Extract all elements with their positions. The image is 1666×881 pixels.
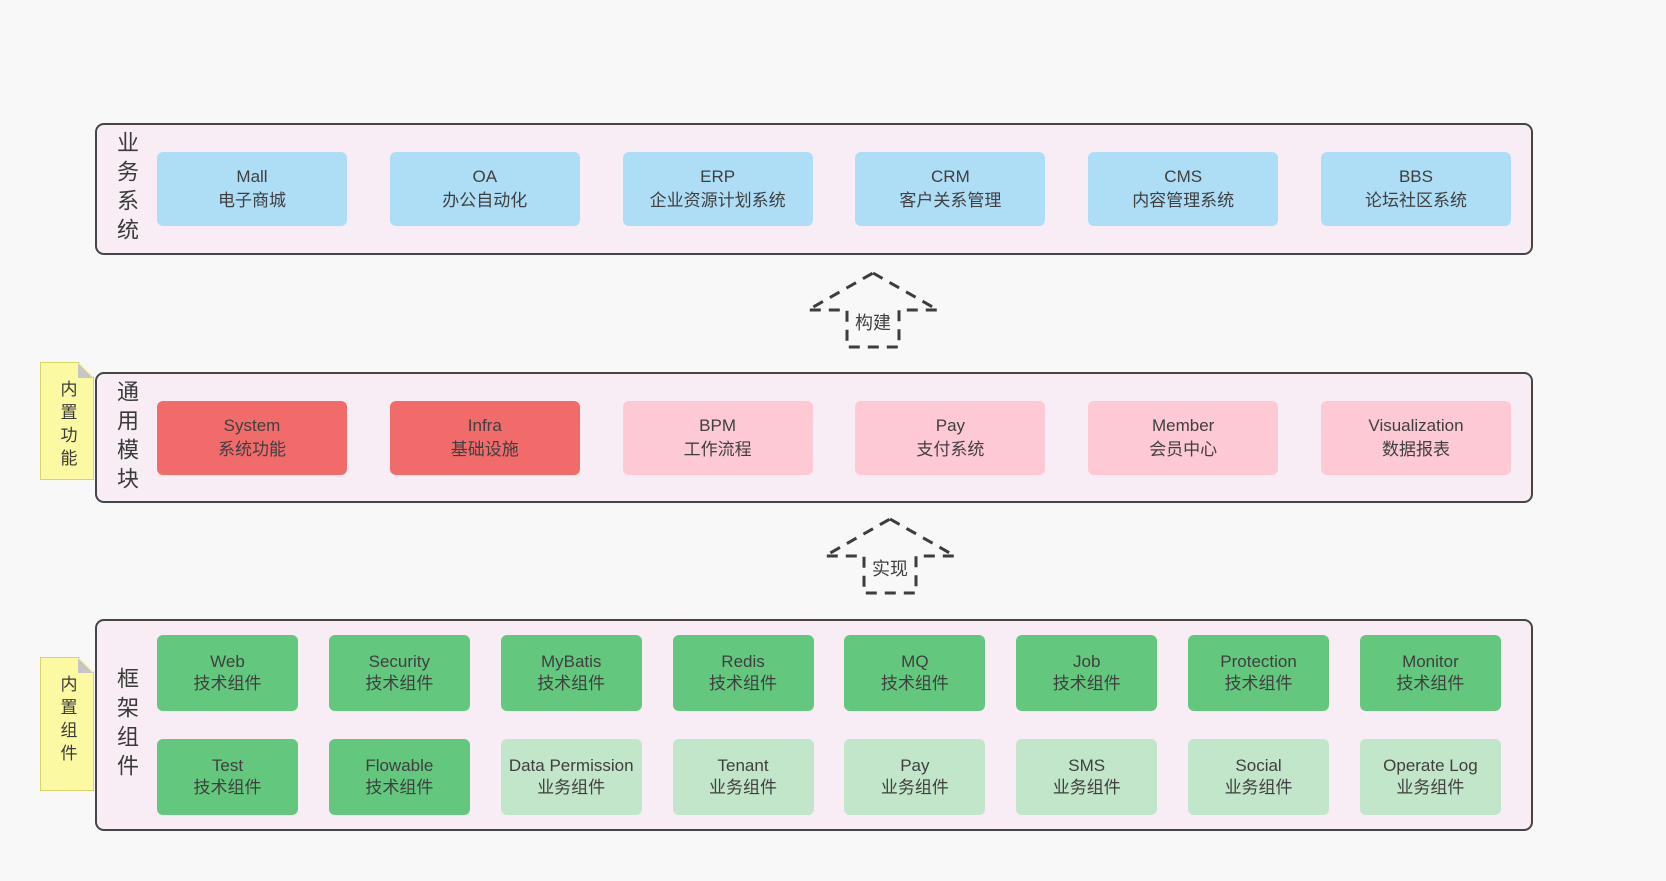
note-fold-corner-icon (78, 658, 93, 673)
box-web: Web 技术组件 (157, 635, 298, 711)
box-cms: CMS 内容管理系统 (1088, 152, 1279, 226)
business-systems-section: 业务系统 Mall 电子商城 OA 办公自动化 ERP 企业资源计划系统 CRM… (95, 123, 1533, 255)
note-fold-corner-icon (78, 363, 93, 378)
box-protection: Protection 技术组件 (1188, 635, 1330, 711)
box-crm: CRM 客户关系管理 (855, 152, 1046, 226)
framework-row-1: Web 技术组件 Security 技术组件 MyBatis 技术组件 Redi… (157, 635, 1501, 711)
box-infra: Infra 基础设施 (389, 400, 580, 475)
box-redis: Redis 技术组件 (672, 635, 814, 711)
box-tenant: Tenant 业务组件 (672, 739, 814, 815)
box-oa: OA 办公自动化 (389, 152, 580, 226)
build-arrow-label: 构建 (855, 313, 891, 333)
box-member: Member 会员中心 (1088, 400, 1279, 475)
box-bbs: BBS 论坛社区系统 (1320, 152, 1511, 226)
box-job: Job 技术组件 (1016, 635, 1158, 711)
box-visualization: Visualization 数据报表 (1320, 400, 1511, 475)
build-arrow-icon: 构建 (803, 270, 943, 350)
box-data-permission: Data Permission 业务组件 (500, 739, 642, 815)
box-operate-log: Operate Log 业务组件 (1359, 739, 1501, 815)
box-pay-module: Pay 支付系统 (855, 400, 1046, 475)
box-erp: ERP 企业资源计划系统 (622, 152, 813, 226)
built-in-functions-note: 内置功能 (40, 362, 94, 480)
implement-arrow-icon: 实现 (820, 516, 960, 596)
business-systems-label: 业务系统 (114, 131, 139, 247)
box-mq: MQ 技术组件 (844, 635, 986, 711)
business-systems-boxes: Mall 电子商城 OA 办公自动化 ERP 企业资源计划系统 CRM 客户关系… (157, 152, 1511, 226)
box-sms: SMS 业务组件 (1016, 739, 1158, 815)
built-in-components-note: 内置组件 (40, 657, 94, 791)
box-pay-component: Pay 业务组件 (844, 739, 986, 815)
box-security: Security 技术组件 (328, 635, 470, 711)
framework-components-label: 框架组件 (114, 667, 139, 783)
box-flowable: Flowable 技术组件 (328, 739, 470, 815)
box-test: Test 技术组件 (157, 739, 298, 815)
box-system: System 系统功能 (157, 400, 347, 475)
box-mall: Mall 电子商城 (157, 152, 347, 226)
common-modules-label: 通用模块 (114, 379, 139, 496)
framework-components-grid: Web 技术组件 Security 技术组件 MyBatis 技术组件 Redi… (157, 635, 1501, 815)
box-social: Social 业务组件 (1188, 739, 1330, 815)
common-modules-boxes: System 系统功能 Infra 基础设施 BPM 工作流程 Pay 支付系统… (157, 400, 1511, 475)
framework-components-section: 框架组件 Web 技术组件 Security 技术组件 MyBatis 技术组件… (95, 619, 1533, 831)
implement-arrow-label: 实现 (872, 559, 908, 579)
common-modules-section: 通用模块 System 系统功能 Infra 基础设施 BPM 工作流程 Pay… (95, 372, 1533, 503)
box-mybatis: MyBatis 技术组件 (500, 635, 642, 711)
box-monitor: Monitor 技术组件 (1359, 635, 1501, 711)
framework-row-2: Test 技术组件 Flowable 技术组件 Data Permission … (157, 739, 1501, 815)
box-bpm: BPM 工作流程 (622, 400, 813, 475)
